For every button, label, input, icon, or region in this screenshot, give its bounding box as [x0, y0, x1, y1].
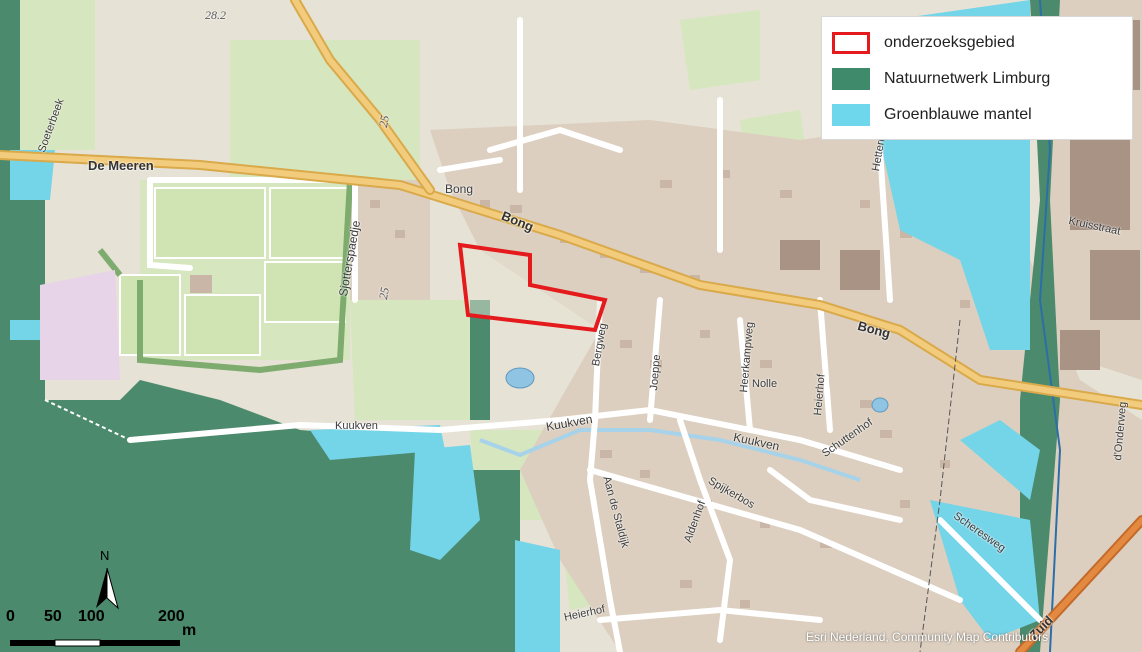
label-kuukven-1: Kuukven [335, 420, 378, 432]
scale-tick-0: 0 [6, 608, 15, 625]
label-bong-village: Bong [445, 182, 474, 196]
map-legend: onderzoeksgebied Natuurnetwerk Limburg G… [821, 16, 1133, 140]
legend-item-natuurnetwerk: Natuurnetwerk Limburg [832, 65, 1050, 93]
railway-line [919, 319, 961, 652]
study-area-outline[interactable] [457, 242, 608, 333]
stream-kuukven [479, 428, 861, 482]
legend-label: onderzoeksgebied [884, 34, 1015, 51]
water-bodies [505, 367, 889, 413]
legend-swatch-dark-green [832, 68, 870, 90]
legend-label: Groenblauwe mantel [884, 106, 1032, 123]
minor-roads [127, 17, 1043, 652]
label-de-meeren: De Meeren [88, 158, 154, 173]
label-road-25-a: 25 [376, 114, 392, 129]
label-height-28-2: 28.2 [205, 8, 226, 22]
legend-swatch-outline [832, 32, 870, 54]
scale-tick-50: 50 [44, 608, 62, 625]
scale-tick-100: 100 [78, 608, 105, 625]
label-nolle: Nolle [752, 378, 778, 390]
scale-tick-200: 200 [158, 608, 185, 625]
legend-swatch-light-blue [832, 104, 870, 126]
pink-parcel [40, 270, 120, 380]
legend-item-groenblauwe: Groenblauwe mantel [832, 101, 1032, 129]
green-strips [97, 179, 353, 374]
footpath [44, 399, 131, 441]
scale-bar [10, 639, 180, 647]
legend-label: Natuurnetwerk Limburg [884, 70, 1051, 87]
north-label: N [100, 548, 110, 563]
label-road-25-b: 25 [376, 286, 392, 301]
north-arrow-icon [96, 567, 119, 610]
scale-unit: m [182, 622, 197, 639]
legend-item-onderzoeksgebied: onderzoeksgebied [832, 29, 1015, 57]
map-attribution: Esri Nederland, Community Map Contributo… [806, 630, 1049, 644]
